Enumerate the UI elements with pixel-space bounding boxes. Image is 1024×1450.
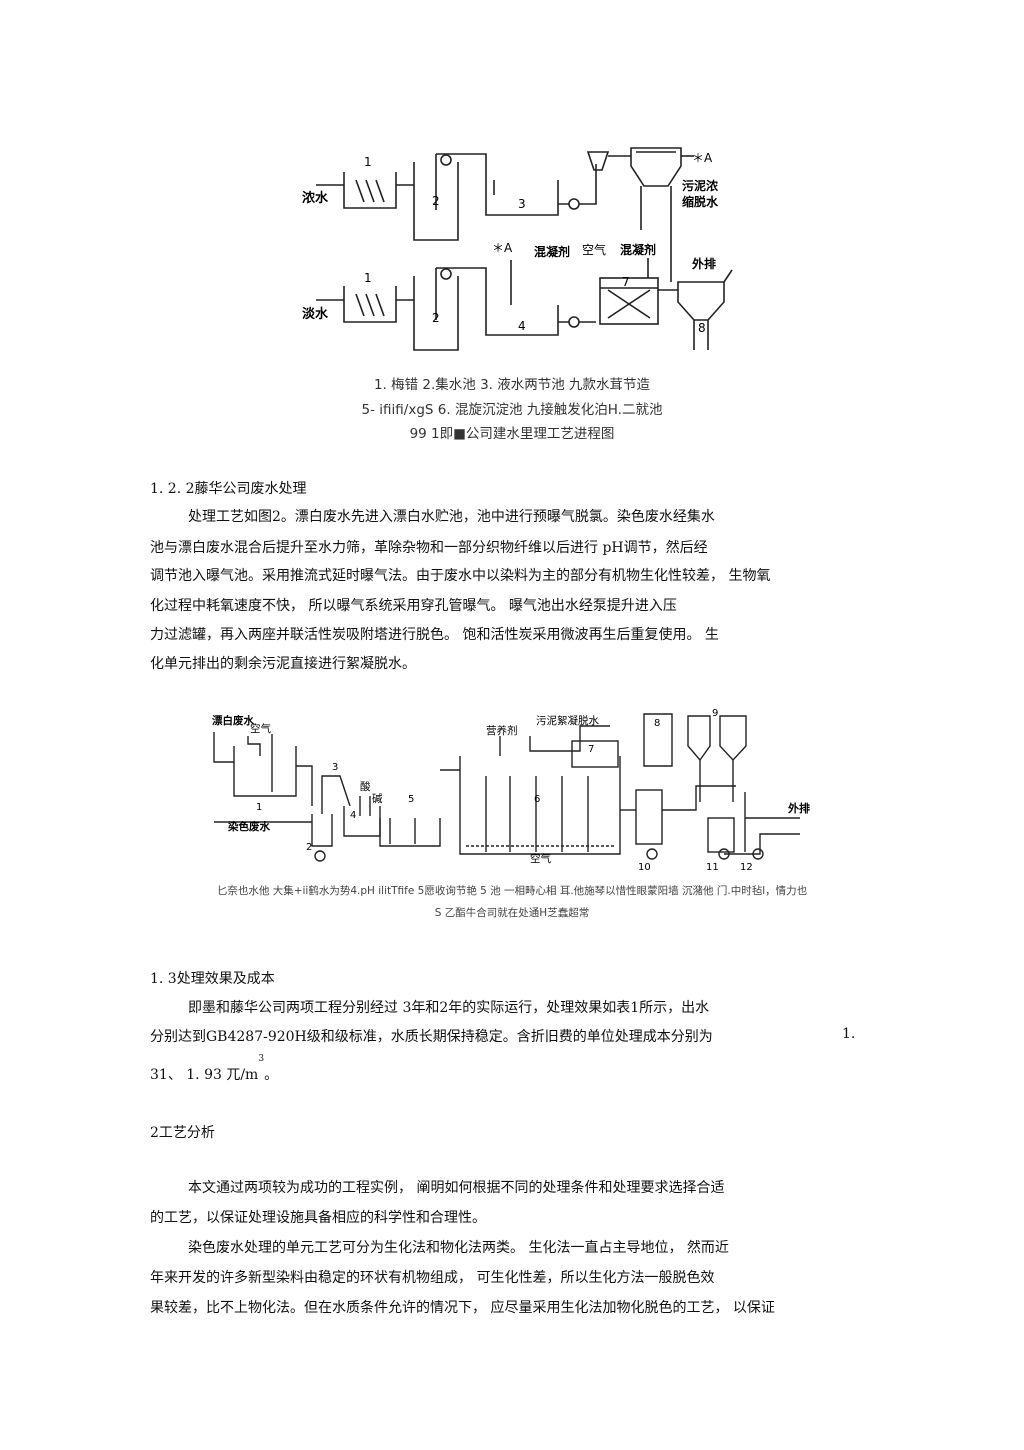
section-2-heading: 2工艺分析 [150, 1125, 215, 1141]
section-1-2-2-line: 化过程中耗氧速度不快， 所以曝气系统采用穿孔管曝气。 曝气池出水经泵提升进入压 [150, 598, 677, 614]
fig2-label-sludge: 污泥絮凝脱水 [536, 714, 599, 727]
fig2-num-6: 6 [534, 794, 540, 805]
section-1-2-2-line: 处理工艺如图2。漂白废水先进入漂白水贮池，池中进行预曝气脱氯。染色废水经集水 [188, 509, 715, 525]
section-1-2-2-heading: 1. 2. 2藤华公司废水处理 [150, 481, 307, 497]
fig1-label-star-a-top: ＊A [692, 151, 713, 165]
section-1-3-line3-end: 。 [264, 1067, 279, 1083]
section-1-3-line3: 31、 1. 93 兀/m 3 。 [150, 1054, 279, 1084]
fig1-label-strong-water: 浓水 [302, 190, 329, 206]
fig1-caption-line1: 1. 梅错 2.集水池 3. 液水两节池 九款水茸节造 [373, 377, 651, 393]
fig2-label-acid: 酸 [360, 780, 371, 793]
fig1-label-discharge: 外排 [692, 256, 716, 271]
fig2-num-2: 2 [306, 842, 312, 853]
figure2-flow-diagram: 漂白废水 空气 染色废水 酸 碱 营养剂 污泥絮凝脱水 空气 外排 1 2 3 … [212, 708, 810, 873]
section-2-p2-line: 年来开发的许多新型染料由稳定的环状有机物组成， 可生化性差，所以生化方法一般脱色… [150, 1270, 715, 1286]
section-1-2-2-line: 调节池入曝气池。采用推流式延时曝气法。由于废水中以染料为主的部分有机物生化性较差… [150, 568, 771, 584]
fig2-label-air-bottom: 空气 [530, 852, 551, 865]
section-2-p1-line: 本文通过两项较为成功的工程实例， 阐明如何根据不同的处理条件和处理要求选择合适 [188, 1180, 725, 1196]
fig1-label-coagulant2: 混凝剂 [620, 242, 656, 257]
fig2-label-discharge: 外排 [787, 801, 810, 815]
fig1-num-1a: 1 [364, 155, 372, 169]
fig2-label-air-top: 空气 [250, 722, 271, 735]
fig1-label-air: 空气 [582, 242, 606, 257]
fig2-caption-line1: 匕奈也水他 大集+ii鹤水为势4.pH ilitTfife 5愿收询节艳 5 池… [216, 885, 808, 897]
section-1-3-heading: 1. 3处理效果及成本 [150, 971, 275, 987]
section-2-p2-line: 果较差，比不上物化法。但在水质条件允许的情况下， 应尽量采用生化法加物化脱色的工… [150, 1300, 775, 1316]
fig2-num-1: 1 [256, 802, 262, 813]
fig1-num-1b: 1 [364, 271, 372, 285]
fig2-label-bleach-water: 漂白废水 [212, 714, 254, 727]
fig1-label-weak-water: 淡水 [302, 306, 329, 322]
section-1-2-2-line: 化单元排出的剩余污泥直接进行絮凝脱水。 [150, 656, 416, 672]
fig2-num-10: 10 [638, 862, 651, 873]
section-1-2-2-line: 池与漂白废水混合后提升至水力筛，革除杂物和一部分织物纤维以后进行 pH调节，然后… [150, 540, 708, 556]
section-1-3-line3-sup: 3 [258, 1054, 265, 1065]
fig1-label-sludge: 污泥浓缩脱水 [682, 178, 719, 209]
section-1-3-line2: 分别达到GB4287-920H级和级标准，水质长期保持稳定。含折旧费的单位处理成… [150, 1029, 713, 1045]
section-1-3-line1: 即墨和藤华公司两项工程分别经过 3年和2年的实际运行，处理效果如表1所示，出水 [188, 1000, 710, 1016]
fig1-num-3: 3 [518, 197, 526, 211]
fig1-num-8: 8 [698, 321, 706, 335]
fig1-num-4: 4 [518, 319, 526, 333]
fig1-num-2a: 2 [432, 194, 440, 208]
section-1-3-line3-text: 31、 1. 93 兀/m [150, 1067, 259, 1083]
fig2-num-4: 4 [350, 810, 356, 821]
section-1-2-2-line: 力过滤罐，再入两座并联活性炭吸附塔进行脱色。 饱和活性炭采用微波再生后重复使用。… [150, 627, 719, 643]
fig2-num-5: 5 [408, 794, 414, 805]
figure1-flow-diagram: 浓水 淡水 1 2 3 1 2 4 7 8 ＊A ＊A 混凝剂 空气 混凝剂 污… [302, 147, 733, 351]
fig2-label-nutrient: 营养剂 [486, 724, 518, 737]
section-1-3-line2-tail: 1. [842, 1026, 856, 1042]
fig2-num-7: 7 [588, 744, 594, 755]
fig2-label-dye-water: 染色废水 [227, 820, 270, 833]
fig2-caption-line2: S 乙酯牛合司就在处通H芝蠢超常 [434, 907, 590, 919]
fig1-caption-line2: 5- ifiifi/xgS 6. 混旋沉淀池 九接触发化泊H.二就池 [361, 402, 663, 418]
section-2-p1-line: 的工艺，以保证处理设施具备相应的科学性和合理性。 [150, 1210, 486, 1226]
section-2-p2-line: 染色废水处理的单元工艺可分为生化法和物化法两类。 生化法一直占主导地位， 然而近 [188, 1240, 729, 1256]
fig2-num-9: 9 [712, 708, 718, 719]
fig2-num-3: 3 [332, 762, 338, 773]
fig1-num-7: 7 [622, 275, 630, 289]
fig2-num-11: 11 [706, 862, 719, 873]
fig1-num-2b: 2 [432, 311, 440, 325]
fig2-num-12: 12 [740, 862, 753, 873]
fig2-num-8: 8 [654, 718, 660, 729]
fig1-caption-line3: 99 1即■公司建水里理工艺进程图 [409, 426, 615, 442]
fig1-label-star-a-mid: ＊A [492, 241, 513, 255]
fig2-label-alkali: 碱 [372, 793, 383, 805]
fig1-label-coagulant1: 混凝剂 [534, 244, 570, 259]
